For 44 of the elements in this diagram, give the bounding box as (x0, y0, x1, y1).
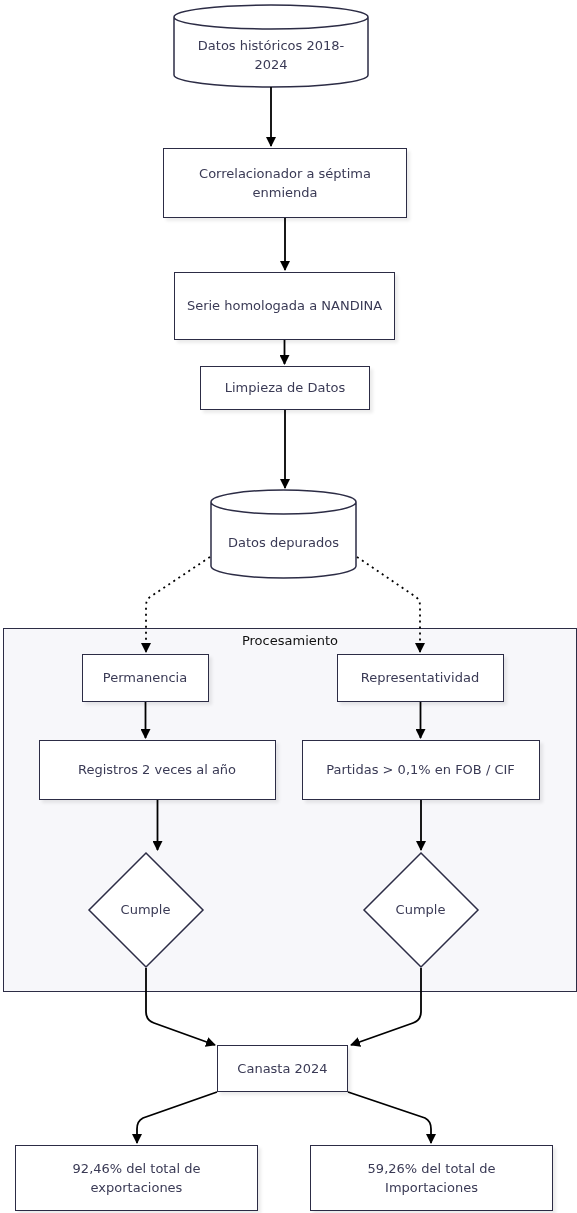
process-box (163, 148, 407, 218)
group-title: Procesamiento (241, 632, 339, 650)
node-label: Datos históricos 2018-2024 (196, 36, 346, 74)
arrow (141, 556, 211, 653)
group-container (3, 628, 577, 992)
arrow (132, 1091, 218, 1144)
database-cylinder (210, 490, 357, 578)
node-label: Permanencia (102, 668, 188, 687)
node-label: 59,26% del total de Importaciones (366, 1159, 497, 1197)
arrow (152, 799, 163, 851)
node-label: Cumple (395, 900, 446, 919)
process-box (336, 653, 504, 702)
process-box (81, 653, 209, 702)
arrow (415, 701, 426, 739)
node-label: Datos depurados (228, 534, 339, 553)
process-box (301, 739, 540, 800)
node-label: Canasta 2024 (237, 1059, 328, 1078)
process-box (310, 1145, 553, 1211)
arrow (356, 556, 425, 653)
database-cylinder (173, 5, 369, 87)
node-label: Limpieza de Datos (224, 379, 346, 398)
node-label: Serie homologada a NANDINA (186, 297, 383, 316)
process-box (38, 739, 276, 800)
process-box (217, 1045, 348, 1092)
arrow (266, 86, 276, 147)
arrow (416, 799, 426, 851)
process-box (174, 272, 395, 340)
decision-diamond (87, 851, 204, 968)
node-label: Registros 2 veces al año (77, 760, 237, 779)
arrow (145, 967, 216, 1047)
arrow (280, 217, 290, 271)
process-box (200, 366, 370, 410)
node-label: 92,46% del total de exportaciones (71, 1159, 202, 1197)
decision-diamond (362, 851, 479, 968)
node-label: Representatividad (360, 668, 480, 687)
node-label: Cumple (120, 900, 171, 919)
arrow (280, 409, 290, 489)
node-label: Correlacionador a séptima enmienda (198, 164, 372, 202)
process-box (15, 1145, 258, 1211)
arrow (140, 701, 151, 739)
node-label: Partidas > 0,1% en FOB / CIF (326, 760, 515, 779)
arrow (347, 1091, 436, 1144)
arrow (350, 967, 422, 1047)
arrow (279, 339, 290, 365)
